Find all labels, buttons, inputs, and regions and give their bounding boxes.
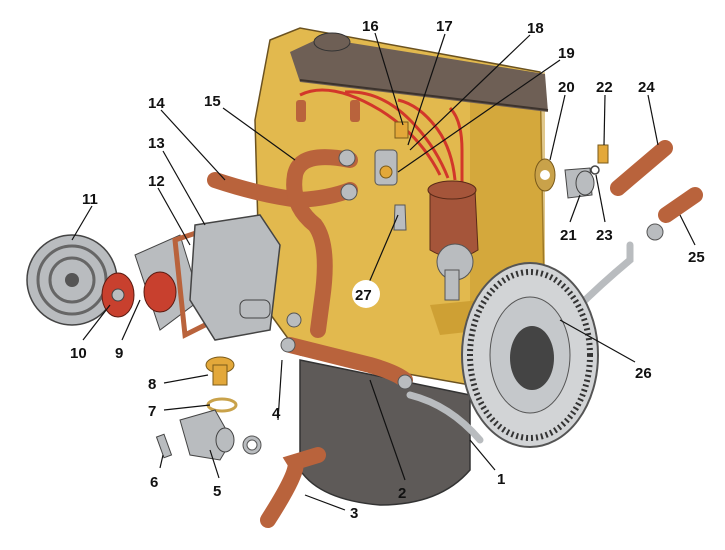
thermostat-8 — [205, 356, 235, 386]
heater-valve-21 — [564, 167, 595, 199]
heater-return-hose-2 — [282, 337, 413, 388]
oil-pan — [299, 359, 471, 506]
oil-filler-cap — [313, 32, 351, 52]
leader-lines — [71, 32, 696, 511]
callout-21: 21 — [560, 227, 577, 244]
callout-12: 12 — [148, 173, 165, 190]
hose-clamp — [280, 337, 296, 353]
pump-hub-10 — [101, 272, 135, 318]
bolt-6 — [155, 433, 173, 459]
callout-2: 2 — [398, 485, 406, 502]
hose-clamp — [340, 183, 358, 201]
callout-1: 1 — [497, 471, 505, 488]
callout-27: 27 — [355, 287, 372, 304]
radiator-inlet-hose-15 — [286, 149, 358, 338]
radiator-lower-hose-3 — [260, 447, 326, 528]
coolant-hoses — [207, 140, 703, 528]
callout-19: 19 — [558, 45, 575, 62]
callout-3: 3 — [350, 505, 358, 522]
callout-17: 17 — [436, 18, 453, 35]
heater-hose-25 — [658, 187, 703, 223]
hose-clamp — [338, 149, 356, 167]
washer-23 — [590, 165, 600, 175]
callout-13: 13 — [148, 135, 165, 152]
callout-22: 22 — [596, 79, 613, 96]
callout-8: 8 — [148, 376, 156, 393]
callout-7: 7 — [148, 403, 156, 420]
cylinder-head-cover — [290, 38, 548, 112]
head-cover-ridge — [299, 79, 549, 111]
callout-16: 16 — [362, 18, 379, 35]
sensor-22 — [597, 144, 609, 164]
callout-labels: 1 2 3 4 5 6 7 8 9 10 11 12 13 14 15 16 1… — [70, 18, 705, 522]
callout-20: 20 — [558, 79, 575, 96]
coil-terminal — [379, 165, 393, 179]
callout-4: 4 — [272, 405, 281, 422]
callout-10: 10 — [70, 345, 87, 362]
callout-27-badge: 27 — [352, 280, 380, 308]
spark-plug-boot — [296, 100, 306, 122]
ignition-distributor — [427, 180, 479, 301]
flywheel — [461, 262, 599, 448]
thermostat-cover-5 — [179, 409, 235, 461]
callout-24: 24 — [638, 79, 655, 96]
hose-clamp — [646, 223, 664, 241]
callout-14: 14 — [148, 95, 165, 112]
callout-9: 9 — [115, 345, 123, 362]
callout-25: 25 — [688, 249, 705, 266]
gasket-7 — [206, 397, 238, 413]
temperature-sensor — [393, 204, 407, 231]
callout-23: 23 — [596, 227, 613, 244]
heater-hose-24 — [610, 140, 673, 196]
hose-clamp — [286, 312, 302, 328]
pump-housing-13 — [189, 214, 281, 341]
pulley-11 — [26, 234, 118, 326]
callout-5: 5 — [213, 483, 221, 500]
hose-clamp-4 — [242, 435, 262, 455]
callout-11: 11 — [82, 191, 98, 208]
callout-6: 6 — [150, 474, 158, 491]
callout-18: 18 — [527, 20, 544, 37]
flange-gasket-20 — [534, 158, 556, 192]
hose-clamp — [397, 374, 413, 390]
coolant-temp-sender-16 — [394, 121, 409, 139]
impeller-9 — [134, 234, 201, 331]
spark-plug-boot — [350, 100, 360, 122]
callout-15: 15 — [204, 93, 221, 110]
callout-26: 26 — [635, 365, 652, 382]
coolant-pipe-1 — [406, 391, 484, 444]
